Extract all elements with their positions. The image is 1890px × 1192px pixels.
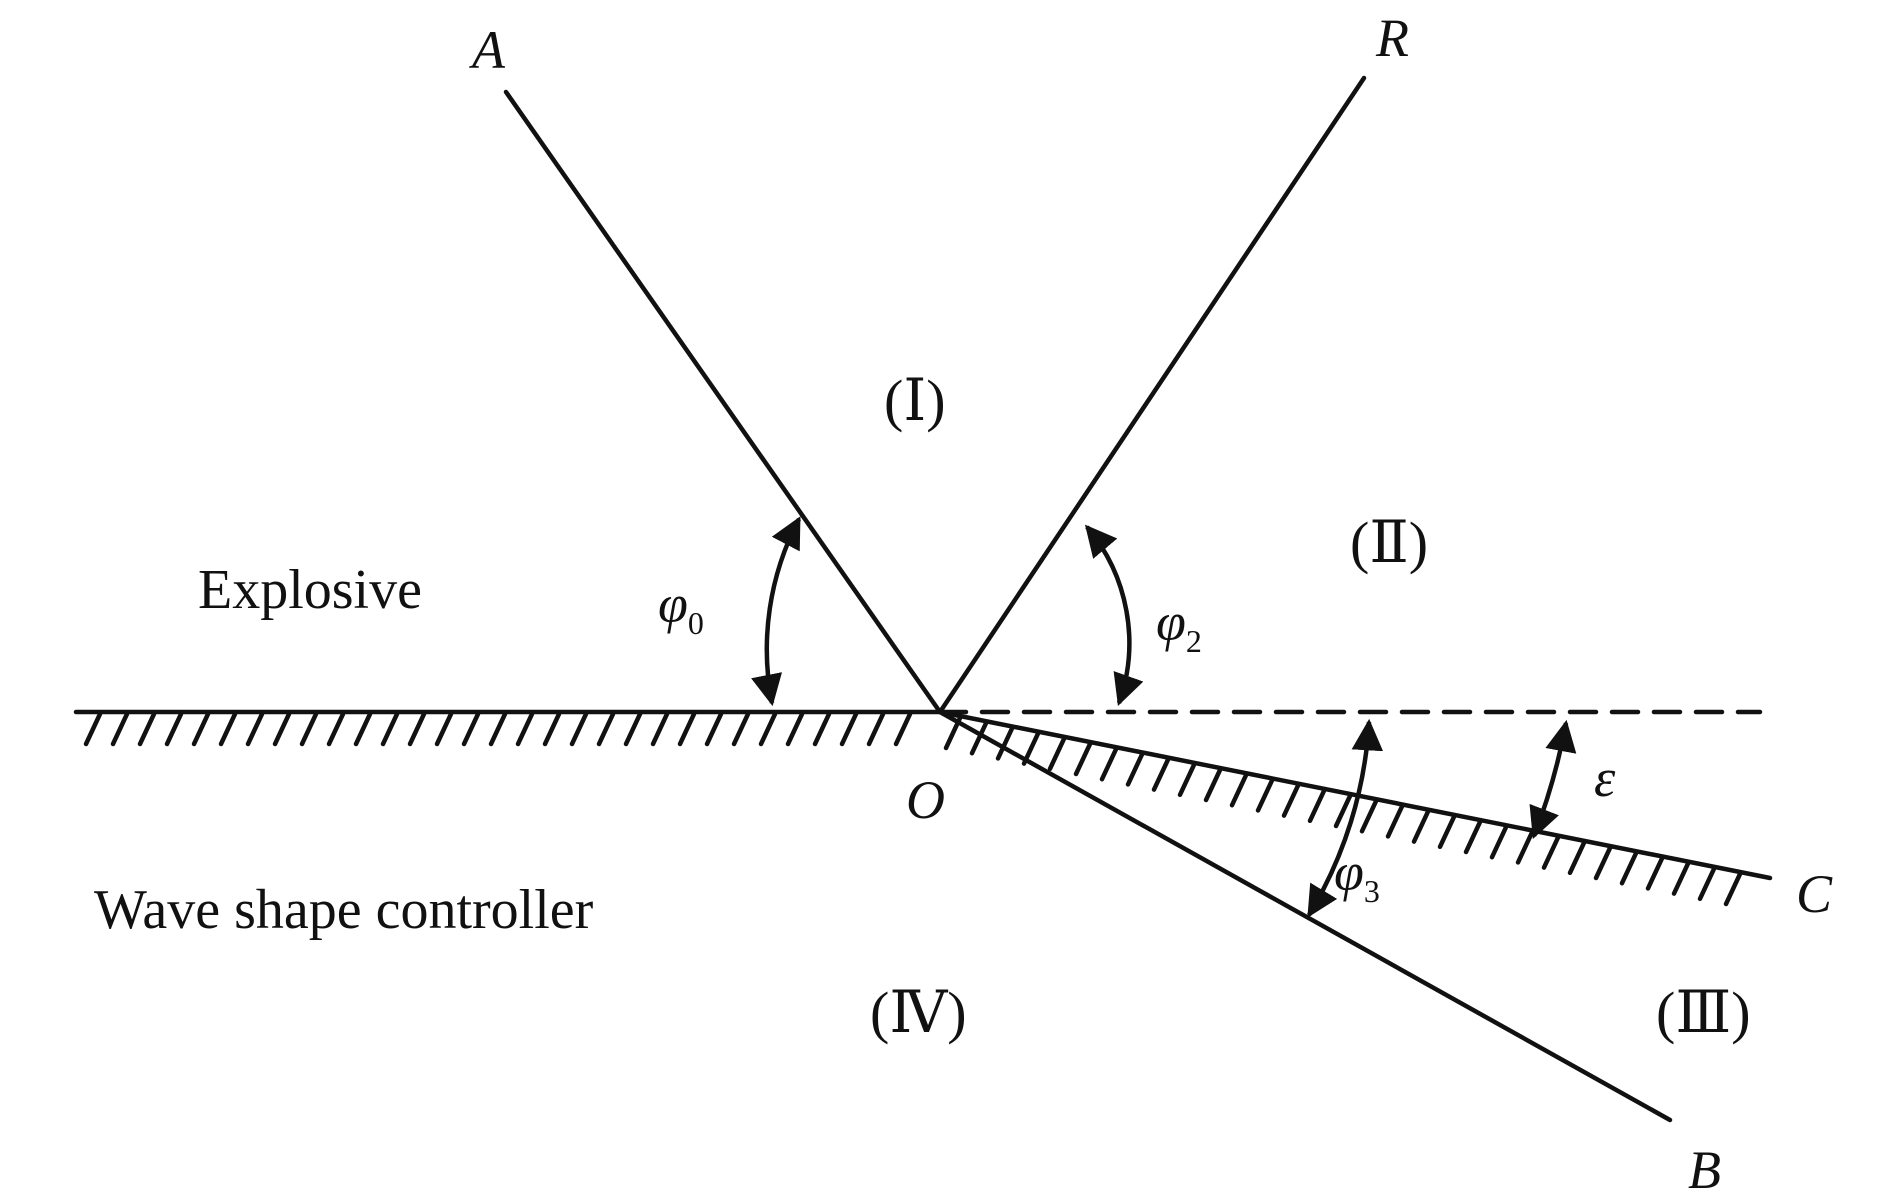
wall-hatching-left xyxy=(83,711,913,747)
hatch-mark xyxy=(1463,819,1483,855)
hatch-mark xyxy=(1151,757,1171,792)
angle-arc-phi0 xyxy=(751,516,801,707)
hatch-mark xyxy=(542,711,562,747)
hatch-mark xyxy=(758,711,778,747)
label-phi2: φ2 xyxy=(1156,592,1202,659)
ray-OB xyxy=(937,709,1673,1123)
hatch-mark xyxy=(110,711,130,747)
hatch-mark xyxy=(407,711,427,747)
label-explosive: Explosive xyxy=(198,559,422,621)
hatch-mark xyxy=(434,711,454,747)
hatch-mark xyxy=(704,711,724,747)
hatch-mark xyxy=(1281,783,1301,818)
hatch-mark xyxy=(596,711,616,747)
hatch-mark xyxy=(1073,741,1093,777)
hatch-mark xyxy=(1203,767,1223,803)
hatch-mark xyxy=(1515,830,1535,865)
label-A: A xyxy=(469,20,506,80)
hatch-mark xyxy=(1723,871,1743,907)
hatch-mark xyxy=(1359,798,1379,834)
hatch-mark xyxy=(1229,772,1249,808)
hatch-mark xyxy=(569,711,589,747)
hatch-mark xyxy=(164,711,184,747)
hatch-mark xyxy=(515,711,535,747)
angle-arc-phi2 xyxy=(1084,524,1144,706)
hatch-mark xyxy=(1047,736,1067,772)
hatch-mark xyxy=(1385,804,1405,839)
hatch-mark xyxy=(1307,788,1327,824)
hatch-mark xyxy=(245,711,265,747)
hatch-mark xyxy=(83,711,103,747)
hatch-mark xyxy=(1489,824,1509,860)
hatch-mark xyxy=(995,726,1015,761)
label-O: O xyxy=(906,770,945,830)
hatch-mark xyxy=(299,711,319,747)
hatch-mark xyxy=(380,711,400,747)
hatch-mark xyxy=(1021,731,1041,766)
hatch-mark xyxy=(943,715,963,751)
hatch-mark xyxy=(272,711,292,747)
region-IV: (Ⅳ) xyxy=(870,980,967,1045)
angle-arc-epsilon xyxy=(1529,719,1577,839)
hatch-mark xyxy=(1593,845,1613,881)
ray-OR xyxy=(937,75,1367,715)
hatch-mark xyxy=(1125,752,1145,787)
region-II: (Ⅱ) xyxy=(1350,510,1428,575)
hatch-mark xyxy=(1177,762,1197,798)
hatch-mark xyxy=(1411,809,1431,844)
hatch-mark xyxy=(1541,835,1561,870)
label-phi3: φ3 xyxy=(1334,842,1380,909)
hatch-mark xyxy=(488,711,508,747)
hatch-mark xyxy=(137,711,157,747)
hatch-mark xyxy=(623,711,643,747)
hatch-mark xyxy=(677,711,697,747)
hatch-mark xyxy=(1671,861,1691,896)
angle-arc-phi3 xyxy=(1307,718,1384,918)
ray-OA xyxy=(503,89,943,715)
hatch-mark xyxy=(731,711,751,747)
hatch-mark xyxy=(1619,850,1639,886)
hatch-mark xyxy=(893,711,913,747)
hatch-mark xyxy=(218,711,238,747)
hatch-mark xyxy=(785,711,805,747)
label-phi0: φ0 xyxy=(658,574,704,641)
hatch-mark xyxy=(1645,856,1665,891)
hatch-mark xyxy=(1255,778,1275,813)
hatch-mark xyxy=(1099,746,1119,782)
hatch-mark xyxy=(650,711,670,747)
hatch-mark xyxy=(969,720,989,756)
region-I: (Ⅰ) xyxy=(884,368,946,433)
label-epsilon: ε xyxy=(1594,748,1616,808)
label-R: R xyxy=(1375,8,1409,68)
label-B: B xyxy=(1688,1140,1721,1192)
hatch-mark xyxy=(1437,814,1457,850)
hatch-mark xyxy=(1333,793,1353,829)
hatch-mark xyxy=(461,711,481,747)
hatch-mark xyxy=(866,711,886,747)
label-wave-shape-controller: Wave shape controller xyxy=(94,879,594,941)
hatch-mark xyxy=(191,711,211,747)
hatch-mark xyxy=(1697,866,1717,902)
hatch-mark xyxy=(1567,840,1587,876)
hatch-mark xyxy=(839,711,859,747)
label-C: C xyxy=(1796,864,1833,924)
hatch-mark xyxy=(812,711,832,747)
hatch-mark xyxy=(353,711,373,747)
hatch-mark xyxy=(326,711,346,747)
region-III: (Ⅲ) xyxy=(1656,980,1751,1045)
